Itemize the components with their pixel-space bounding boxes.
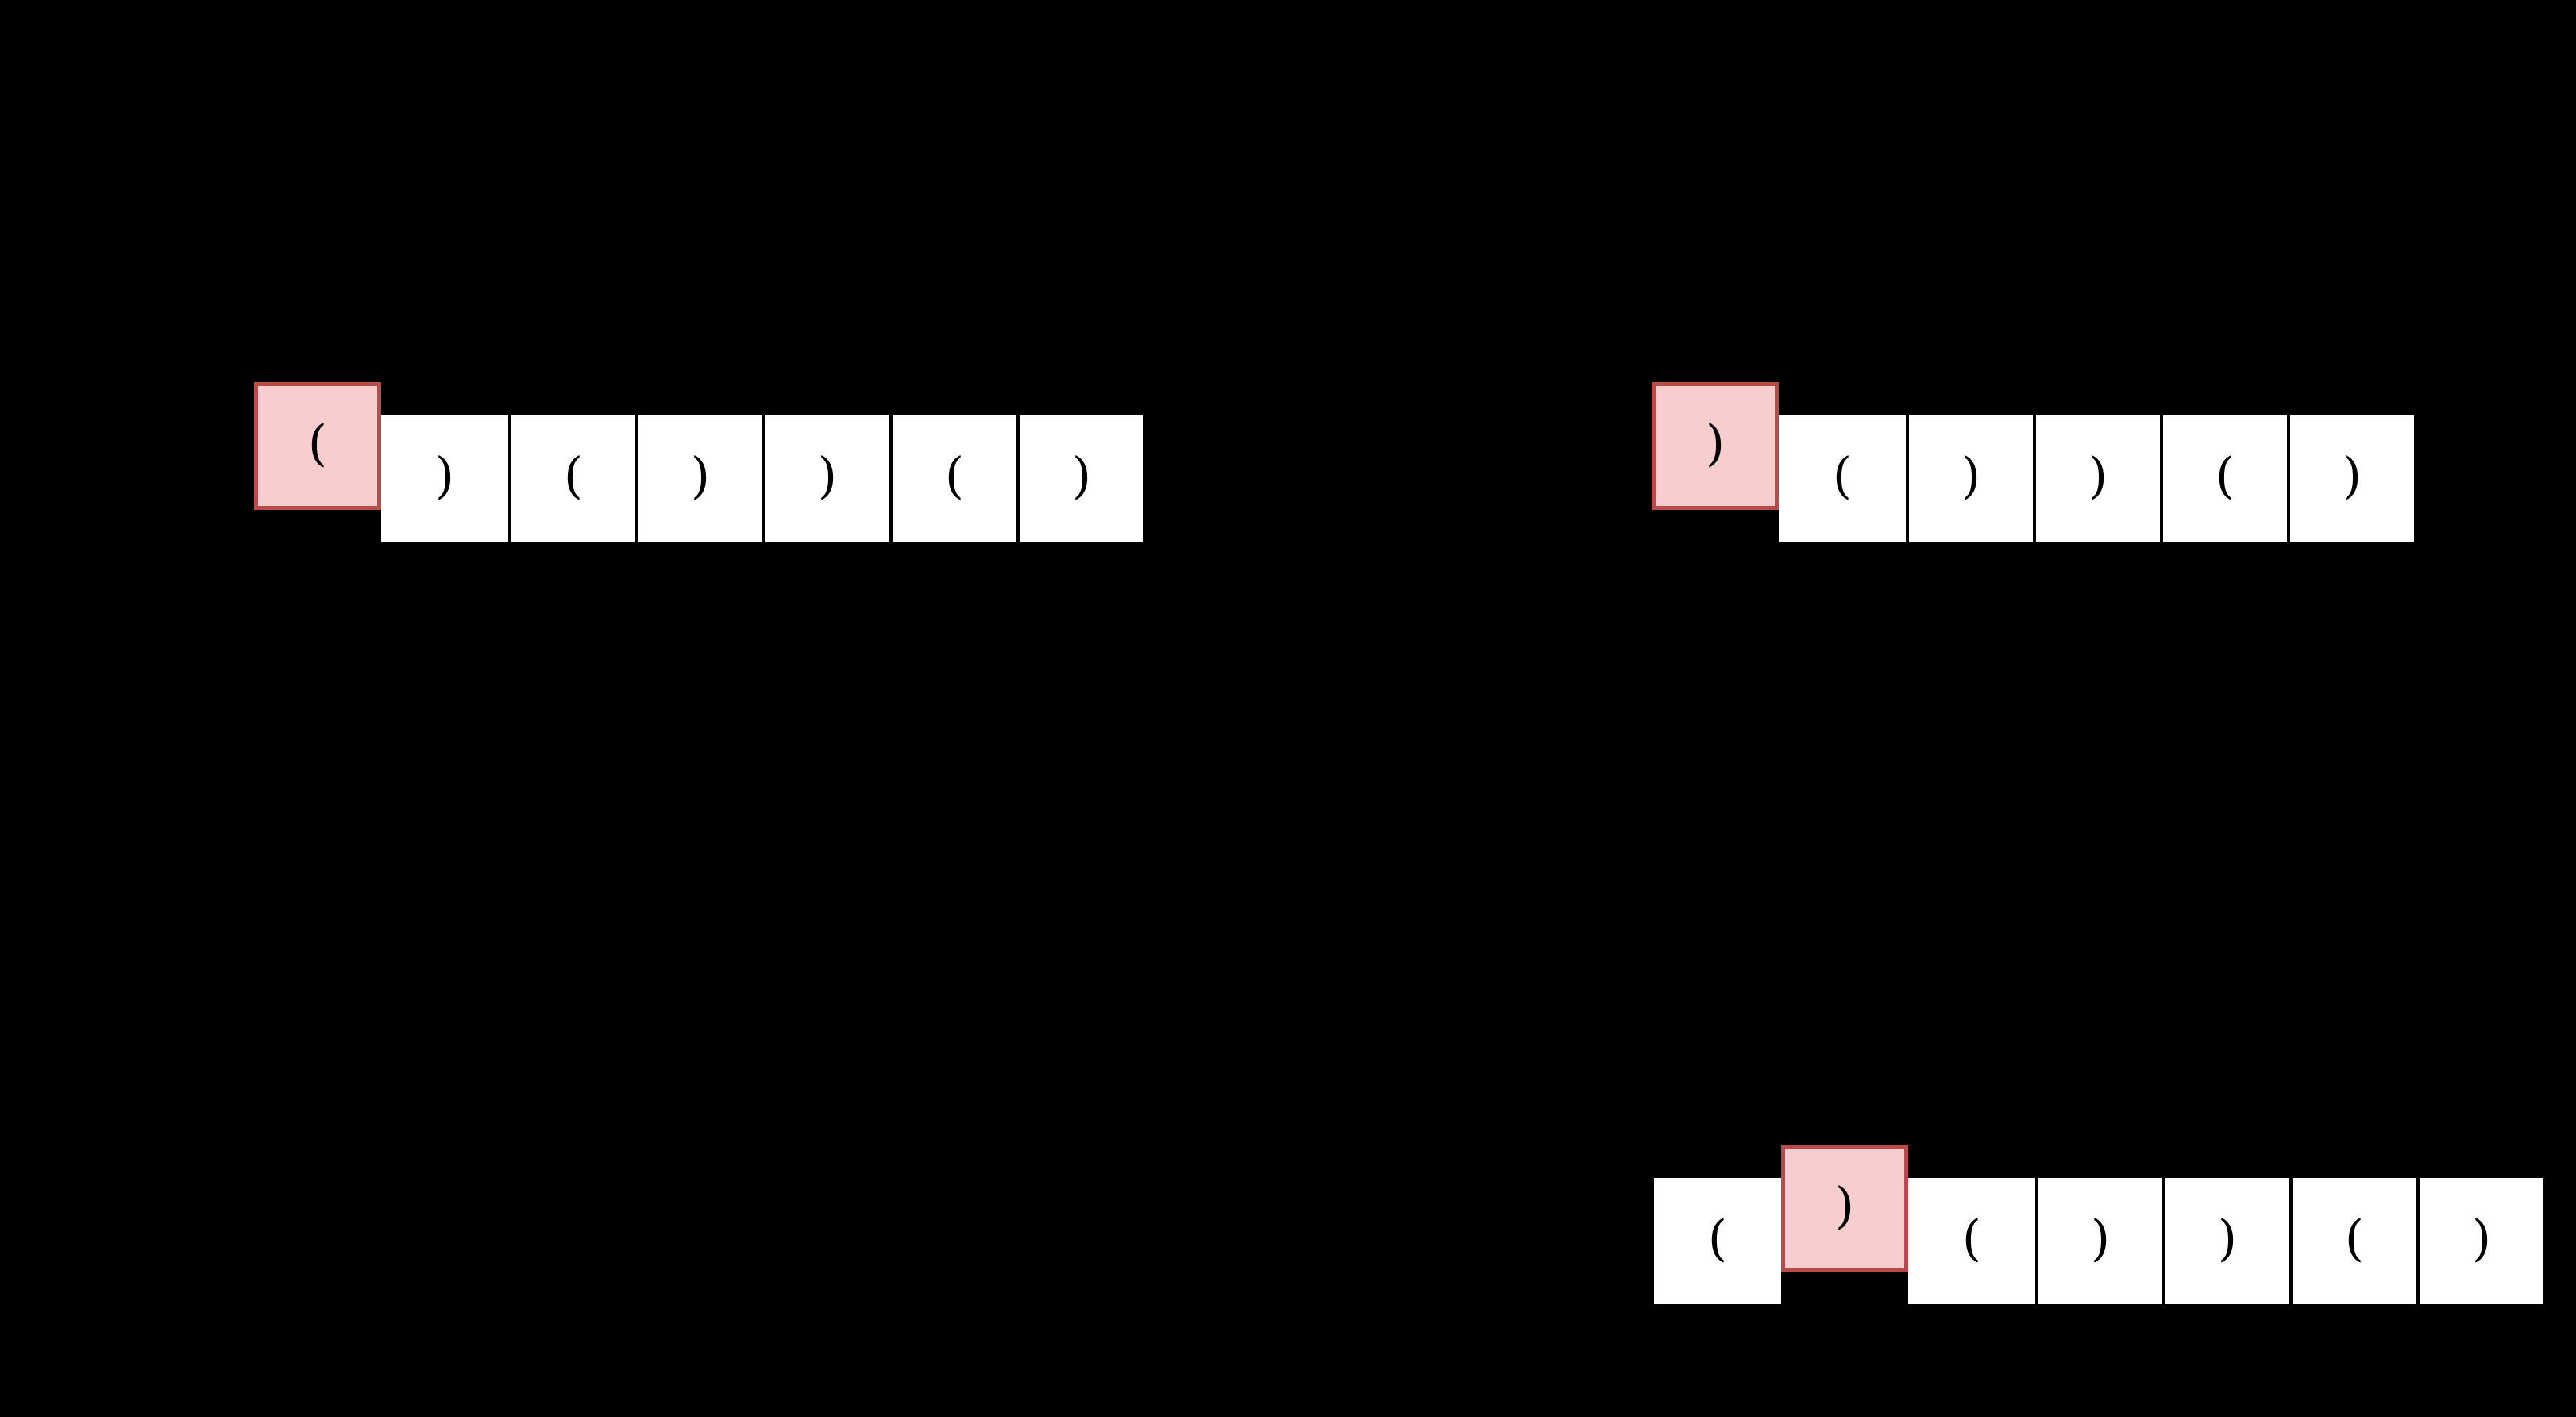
sequence-cell[interactable]: ) [2287,415,2414,542]
bracket-glyph: ) [817,446,838,504]
bracket-glyph: ) [434,446,455,504]
bracket-glyph: ) [2088,446,2108,504]
bracket-glyph: ) [1834,1176,1855,1234]
bracket-glyph: ( [1832,446,1853,504]
sequence-cell[interactable]: ) [762,415,889,542]
sequence-cell[interactable]: ( [1779,415,1906,542]
bracket-glyph: ( [563,446,584,504]
sequence-cell[interactable]: ( [2289,1178,2416,1304]
sequence-cell[interactable]: ) [381,415,508,542]
bracket-glyph: ( [1707,1208,1728,1267]
highlighted-cell[interactable]: ) [1781,1145,1908,1272]
sequence-cell[interactable]: ( [889,415,1016,542]
bracket-glyph: ) [690,446,711,504]
sequence-tape: ) ()) () [1652,382,2414,542]
highlighted-cell[interactable]: ( [254,382,381,510]
bracket-glyph: ( [2344,1208,2365,1267]
sequence-cell[interactable]: ) [2033,415,2160,542]
highlighted-cell[interactable]: ) [1652,382,1779,510]
sequence-cell[interactable]: ) [2416,1178,2543,1304]
bracket-glyph: ) [2342,446,2362,504]
sequence-cell[interactable]: ( [1654,1178,1781,1304]
sequence-cell[interactable]: ) [2035,1178,2162,1304]
sequence-tape: () ()) () [1654,1145,2543,1304]
bracket-glyph: ( [307,413,328,472]
sequence-cell[interactable]: ) [1016,415,1143,542]
bracket-glyph: ) [2090,1208,2111,1267]
bracket-glyph: ( [1961,1208,1982,1267]
sequence-cell[interactable]: ( [2160,415,2287,542]
sequence-tape: () ()) () [254,382,1143,542]
bracket-glyph: ) [1705,413,1726,472]
bracket-glyph: ( [944,446,965,504]
sequence-cell[interactable]: ) [1906,415,2033,542]
sequence-cell[interactable]: ) [2162,1178,2289,1304]
bracket-glyph: ) [2471,1208,2492,1267]
sequence-cell[interactable]: ( [1908,1178,2035,1304]
sequence-cell[interactable]: ( [508,415,635,542]
bracket-glyph: ) [1071,446,1092,504]
bracket-glyph: ) [1961,446,1981,504]
bracket-glyph: ) [2217,1208,2238,1267]
sequence-cell[interactable]: ) [635,415,762,542]
bracket-glyph: ( [2215,446,2235,504]
